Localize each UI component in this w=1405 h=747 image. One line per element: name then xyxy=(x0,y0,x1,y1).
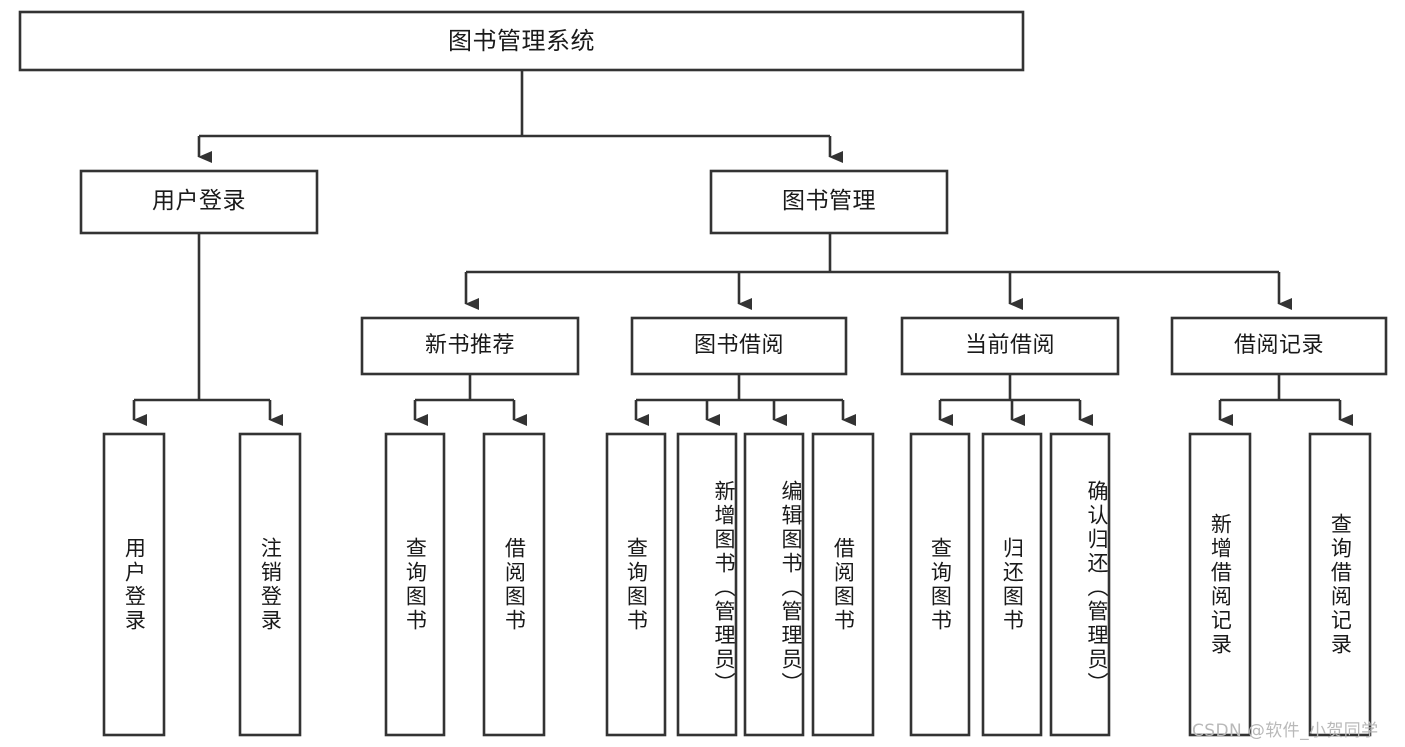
csdn-watermark: CSDN @软件_小贺同学 xyxy=(1192,721,1379,741)
node-box-leaf-add-book-admin[interactable] xyxy=(676,432,738,737)
node-box-borrow-record[interactable] xyxy=(1170,316,1388,376)
node-box-leaf-user-login[interactable] xyxy=(102,432,166,737)
node-box-current-borrow[interactable] xyxy=(900,316,1120,376)
node-box-leaf-query-book-borrow[interactable] xyxy=(605,432,667,737)
node-box-leaf-return-book[interactable] xyxy=(981,432,1043,737)
node-box-leaf-edit-book-admin[interactable] xyxy=(743,432,805,737)
node-box-leaf-add-borrow-record[interactable] xyxy=(1188,432,1252,737)
node-box-leaf-user-logout[interactable] xyxy=(238,432,302,737)
node-box-user-login[interactable] xyxy=(79,169,319,235)
node-box-book-borrow[interactable] xyxy=(630,316,848,376)
node-box-leaf-confirm-return-admin[interactable] xyxy=(1049,432,1111,737)
node-box-leaf-query-borrow-record[interactable] xyxy=(1308,432,1372,737)
node-box-leaf-borrow-book-rec[interactable] xyxy=(482,432,546,737)
node-box-book-manage[interactable] xyxy=(709,169,949,235)
node-box-leaf-query-book-rec[interactable] xyxy=(384,432,446,737)
node-box-new-book-recommend[interactable] xyxy=(360,316,580,376)
node-box-leaf-query-book-current[interactable] xyxy=(909,432,971,737)
node-box-leaf-borrow-book[interactable] xyxy=(811,432,875,737)
node-box-root[interactable] xyxy=(18,10,1025,72)
